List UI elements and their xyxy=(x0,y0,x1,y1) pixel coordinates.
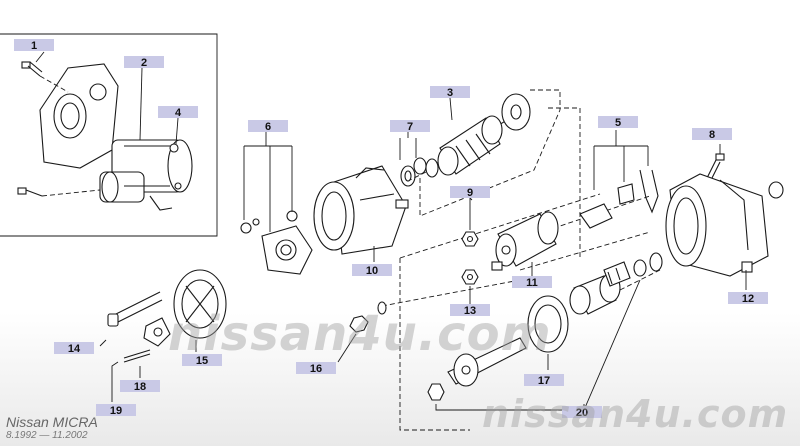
screw-19 xyxy=(123,349,151,363)
callout-8: 8 xyxy=(692,128,732,141)
callout-18: 18 xyxy=(120,380,160,393)
assembly-frame xyxy=(0,33,218,237)
callout-number: 19 xyxy=(110,405,122,417)
brush-5 xyxy=(579,169,659,229)
callout-1: 1 xyxy=(14,39,54,52)
callout-3: 3 xyxy=(430,86,470,99)
caption-model: Nissan MICRA xyxy=(6,414,98,430)
callout-number: 11 xyxy=(526,277,538,289)
cover-15 xyxy=(173,269,227,339)
bolt-1 xyxy=(21,61,43,77)
washer-7 xyxy=(400,157,427,187)
callout-number: 1 xyxy=(31,40,37,52)
callout-11: 11 xyxy=(512,276,552,289)
callout-4: 4 xyxy=(158,106,198,119)
callout-number: 15 xyxy=(196,355,208,367)
callout-20: 20 xyxy=(562,406,602,419)
callout-19: 19 xyxy=(96,404,136,417)
nut-13 xyxy=(461,269,479,285)
callout-15: 15 xyxy=(182,354,222,367)
watermark-bottom: nissan4u.com xyxy=(482,392,789,436)
housing-12 xyxy=(665,173,784,277)
bolt-lower xyxy=(17,187,43,197)
callout-14: 14 xyxy=(54,342,94,355)
callout-number: 16 xyxy=(310,363,322,375)
armature-3 xyxy=(425,111,521,178)
callout-number: 9 xyxy=(467,187,473,199)
callout-10: 10 xyxy=(352,264,392,277)
callout-number: 2 xyxy=(141,57,147,69)
washer-16 xyxy=(377,301,387,315)
callout-number: 13 xyxy=(464,305,476,317)
callout-number: 12 xyxy=(742,293,754,305)
nut-4 xyxy=(169,143,179,153)
shaft-20 xyxy=(427,337,527,401)
solenoid-11 xyxy=(491,211,559,271)
callout-number: 8 xyxy=(709,129,715,141)
callout-13: 13 xyxy=(450,304,490,317)
callout-number: 17 xyxy=(538,375,550,387)
callout-number: 14 xyxy=(68,343,81,355)
callout-number: 3 xyxy=(447,87,453,99)
gear-17 xyxy=(527,295,569,353)
callout-7: 7 xyxy=(390,120,430,133)
callout-16: 16 xyxy=(296,362,336,375)
callout-number: 18 xyxy=(134,381,146,393)
callout-number: 4 xyxy=(175,107,182,119)
brush-plate-6 xyxy=(240,210,313,275)
callout-12: 12 xyxy=(728,292,768,305)
pinion-20 xyxy=(569,252,663,315)
callout-number: 7 xyxy=(407,121,413,133)
nut-16 xyxy=(349,315,369,333)
callout-9: 9 xyxy=(450,186,490,199)
bracket-18 xyxy=(143,317,171,347)
callout-number: 20 xyxy=(576,407,588,419)
callout-number: 6 xyxy=(265,121,271,133)
washer-3 xyxy=(501,93,531,131)
caption-period: 8.1992 — 11.2002 xyxy=(6,430,88,441)
watermark-center: nissan4u.com xyxy=(168,306,552,362)
callout-number: 5 xyxy=(615,117,621,129)
callout-2: 2 xyxy=(124,56,164,69)
bolt-14 xyxy=(107,291,163,327)
yoke-10 xyxy=(313,165,409,255)
callout-5: 5 xyxy=(598,116,638,129)
callout-17: 17 xyxy=(524,374,564,387)
callout-6: 6 xyxy=(248,120,288,133)
nut-9 xyxy=(461,231,479,247)
starter-assembly xyxy=(39,63,193,211)
callout-number: 10 xyxy=(366,265,378,277)
